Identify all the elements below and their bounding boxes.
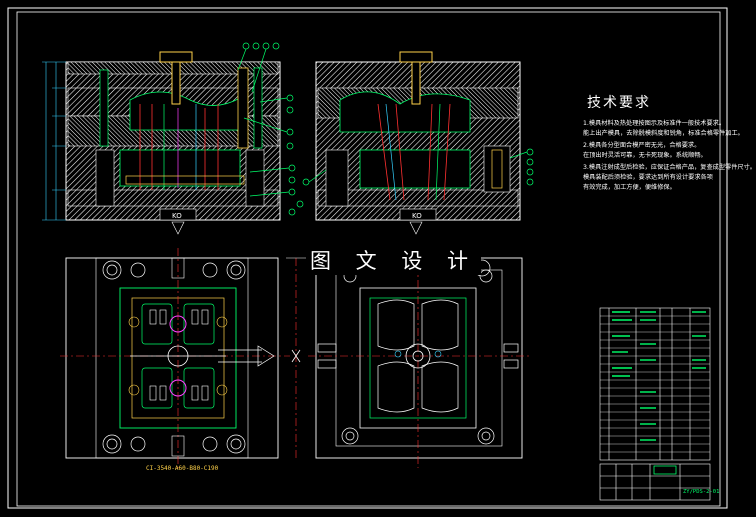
- technical-requirements-title: 技术要求: [587, 95, 651, 111]
- right-ko-label: KO: [412, 212, 422, 220]
- inner-border: [16, 11, 721, 507]
- right-section-view: KO: [296, 51, 534, 235]
- tech-requirement-line: 3.模具注射成型后检验，应保证合格产品，复查成型零件尺寸。: [583, 164, 756, 171]
- tech-requirement-line: 在顶出时灵活可靠，无卡死现象。系统顺畅。: [583, 152, 707, 159]
- left-section-view: KO: [42, 42, 296, 235]
- left-ko-label: KO: [172, 212, 182, 220]
- title-block: [599, 463, 711, 501]
- drawing-border: [7, 7, 728, 509]
- watermark-text: 图 文 设 计: [306, 245, 482, 275]
- balloon-callouts-left: [237, 42, 296, 216]
- tech-requirement-line: 1.模具材料及热处理按图示及标准件一般技术要求。: [583, 120, 726, 127]
- drawing-number: ZY/PDS-2-01: [683, 489, 720, 495]
- bill-of-materials: [599, 307, 711, 461]
- tech-requirement-line: 模具装配后须检验，要求达到所有设计要求各项: [583, 174, 713, 181]
- left-plan-view: CI-3540-A60-B80-C190: [60, 248, 290, 472]
- balloon-callouts-right: [296, 148, 534, 208]
- mold-assembly-drawing: KO: [7, 7, 728, 509]
- plate-spec-label: CI-3540-A60-B80-C190: [146, 465, 219, 472]
- tech-requirement-line: 有效完成，加工方便，便维修保。: [583, 184, 676, 191]
- tech-requirement-line: 2.模具各分型面合模严密无光，合格要求。: [583, 142, 701, 149]
- bom-text-marks: [612, 311, 706, 441]
- bom-rows: [600, 315, 710, 453]
- tech-requirement-line: 能上出产模具，去除脱模斜度和锐角，标准合格零件加工。: [583, 130, 744, 137]
- right-plan-view: [308, 248, 530, 468]
